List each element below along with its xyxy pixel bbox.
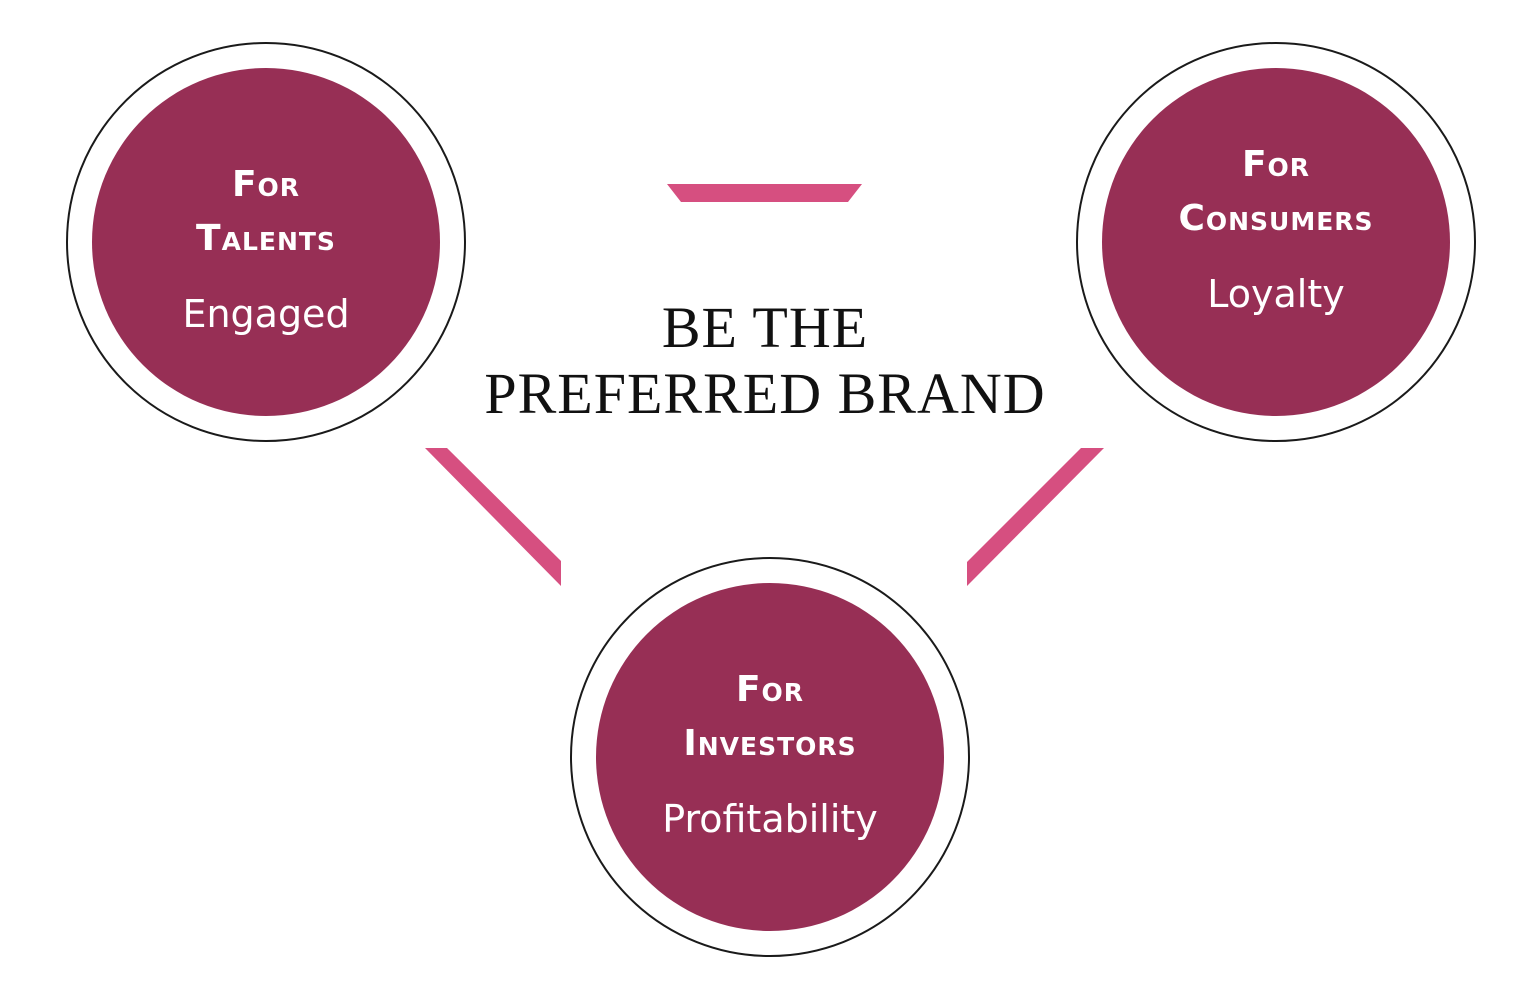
node-investors-circle: For Investors Profitability [596,583,944,931]
node-investors-title-line1: For [735,669,805,710]
node-talents-title-line1: For [231,164,301,205]
node-consumers-title-line1: For [1241,144,1311,185]
node-talents-title-line2: Talents [196,218,336,259]
node-talents-circle: For Talents Engaged [92,68,440,416]
connector-left [425,448,561,586]
node-consumers-title-line2: Consumers [1178,198,1374,239]
node-consumers: For Consumers Loyalty [1076,42,1476,442]
connector-right [967,448,1104,586]
node-investors: For Investors Profitability [570,557,970,957]
center-title-line2: PREFERRED BRAND [484,361,1046,426]
node-talents: For Talents Engaged [66,42,466,442]
node-consumers-subtitle: Loyalty [1207,272,1345,316]
connector-top [667,184,862,202]
node-talents-subtitle: Engaged [182,292,350,336]
center-title-line1: BE THE [661,295,869,360]
center-title: BE THE PREFERRED BRAND [470,295,1060,427]
node-investors-title-line2: Investors [683,723,857,764]
node-consumers-circle: For Consumers Loyalty [1102,68,1450,416]
node-investors-subtitle: Profitability [662,797,878,841]
